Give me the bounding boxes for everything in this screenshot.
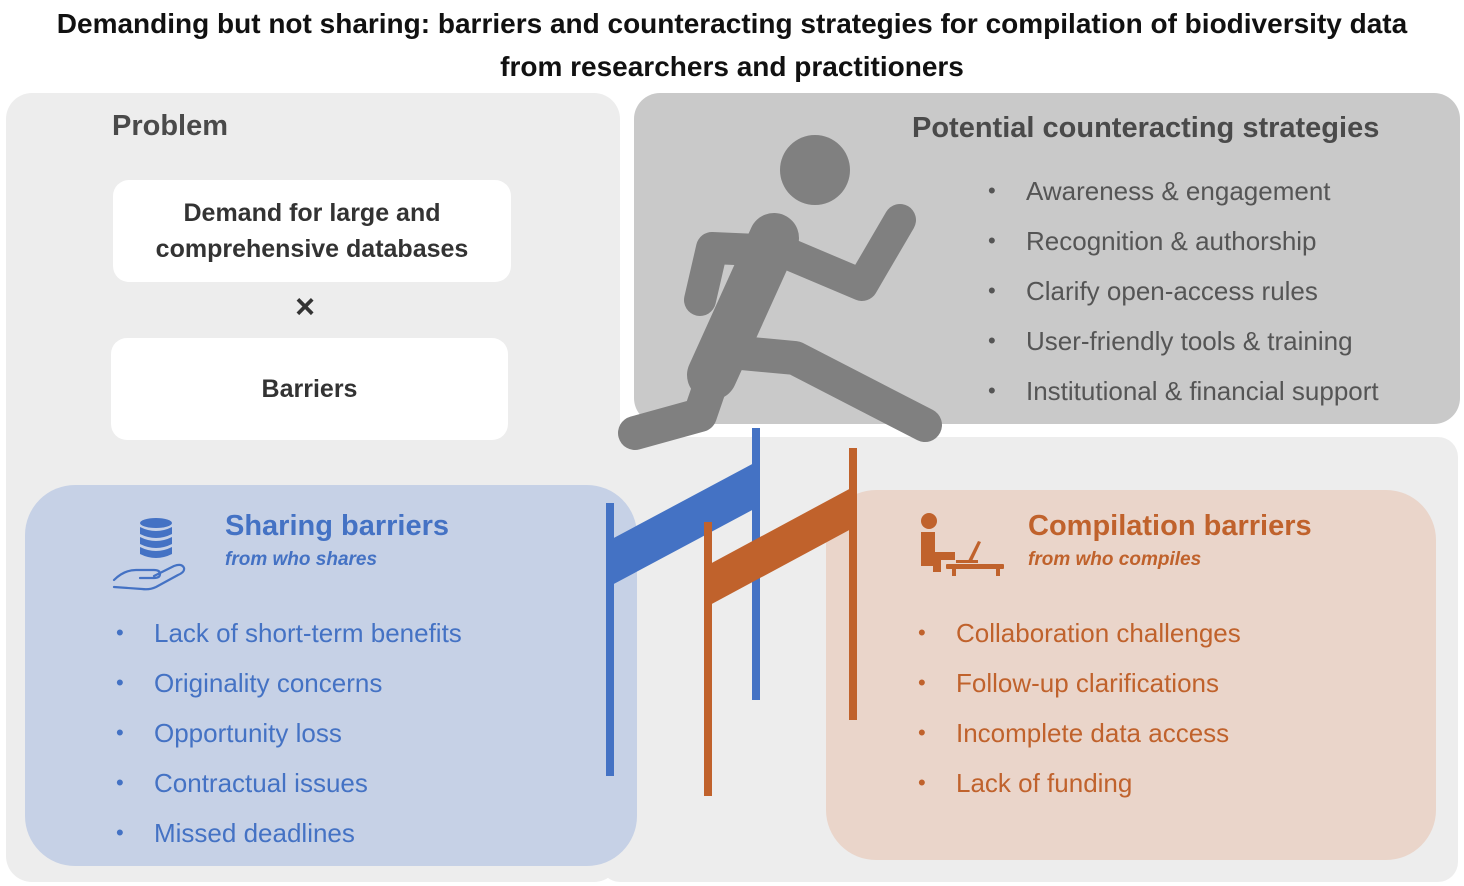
strategy-item: Awareness & engagement xyxy=(988,174,1379,224)
strategy-item: Clarify open-access rules xyxy=(988,274,1379,324)
sharing-barrier-item: Originality concerns xyxy=(116,666,462,716)
compilation-barrier-item: Follow-up clarifications xyxy=(918,666,1241,716)
sharing-barrier-item: Opportunity loss xyxy=(116,716,462,766)
strategy-item: Recognition & authorship xyxy=(988,224,1379,274)
strategy-item: Institutional & financial support xyxy=(988,374,1379,424)
sharing-barriers-subtitle: from who shares xyxy=(225,549,378,570)
strategies-list: Awareness & engagement Recognition & aut… xyxy=(988,174,1379,424)
barriers-text: Barriers xyxy=(261,375,358,403)
compilation-barrier-item: Incomplete data access xyxy=(918,716,1241,766)
demand-box: Demand for large and comprehensive datab… xyxy=(113,180,511,282)
title-line-1: Demanding but not sharing: barriers and … xyxy=(56,8,1408,39)
demand-text-line-1: Demand for large and xyxy=(183,199,441,227)
sharing-barrier-item: Lack of short-term benefits xyxy=(116,616,462,666)
compilation-barrier-item: Lack of funding xyxy=(918,766,1241,816)
person-at-laptop-icon xyxy=(921,513,1004,576)
title-line-2: from researchers and practitioners xyxy=(500,51,964,82)
sharing-barrier-item: Contractual issues xyxy=(116,766,462,816)
sharing-barriers-title: Sharing barriers xyxy=(225,510,450,542)
demand-text-line-2: comprehensive databases xyxy=(155,235,469,263)
compilation-barrier-item: Collaboration challenges xyxy=(918,616,1241,666)
compilation-barriers-list: Collaboration challenges Follow-up clari… xyxy=(918,616,1241,816)
barriers-box: Barriers xyxy=(111,338,508,440)
compilation-barriers-title: Compilation barriers xyxy=(1028,510,1312,542)
figure-title: Demanding but not sharing: barriers and … xyxy=(0,2,1464,88)
multiply-sign: × xyxy=(295,288,315,326)
database-hand-icon xyxy=(112,518,186,591)
strategy-item: User-friendly tools & training xyxy=(988,324,1379,374)
strategies-heading: Potential counteracting strategies xyxy=(912,112,1380,144)
compilation-barriers-subtitle: from who compiles xyxy=(1028,549,1202,570)
problem-heading: Problem xyxy=(112,110,229,142)
sharing-barrier-item: Missed deadlines xyxy=(116,816,462,866)
sharing-barriers-list: Lack of short-term benefits Originality … xyxy=(116,616,462,866)
